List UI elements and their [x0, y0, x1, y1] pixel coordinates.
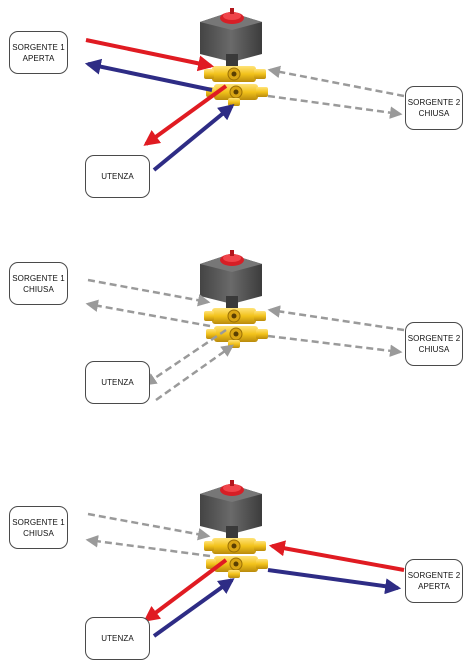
flow-arrow-idle — [87, 512, 211, 541]
box-label-line-1: SORGENTE 1 — [12, 517, 65, 527]
sorgente-1-box: SORGENTE 1 APERTA — [9, 31, 68, 74]
sorgente-1-box: SORGENTE 1 CHIUSA — [9, 506, 68, 549]
box-label-line-2: CHIUSA — [418, 345, 450, 354]
sorgente-2-box: SORGENTE 2 CHIUSA — [405, 86, 463, 130]
flow-arrow-idle — [85, 299, 211, 328]
box-label-line-1: SORGENTE 1 — [12, 273, 65, 283]
box-label-line-1: UTENZA — [101, 634, 134, 643]
box-label-line-1: SORGENTE 1 — [12, 42, 65, 52]
flow-arrow-idle — [85, 535, 211, 558]
box-label-line-2: APERTA — [22, 53, 55, 63]
box-label-line-1: SORGENTE 2 — [407, 571, 461, 580]
flow-arrow-idle — [155, 344, 235, 402]
flow-arrow-idle — [267, 305, 405, 332]
flow-arrow-cold — [267, 568, 402, 595]
box-label-line-2: CHIUSA — [23, 284, 54, 294]
flow-arrow-cold — [152, 578, 235, 638]
sorgente-2-box: SORGENTE 2 CHIUSA — [405, 322, 463, 366]
sorgente-1-box: SORGENTE 1 CHIUSA — [9, 262, 68, 305]
box-label-line-1: SORGENTE 2 — [407, 334, 461, 343]
flow-arrow-idle — [267, 334, 403, 358]
box-label-line-2: CHIUSA — [418, 109, 450, 118]
flow-arrow-idle — [143, 328, 227, 386]
valve-icon — [199, 479, 269, 579]
flow-arrow-hot — [268, 540, 405, 572]
flow-arrow-hot — [85, 38, 215, 72]
utenza-box: UTENZA — [85, 155, 150, 198]
flow-arrow-hot — [143, 84, 228, 146]
panel-1 — [84, 7, 405, 172]
flow-arrow-idle — [267, 94, 403, 119]
panel-2 — [85, 249, 405, 402]
flow-arrow-idle — [267, 65, 405, 98]
valve-icon — [199, 249, 269, 349]
box-label-line-2: APERTA — [418, 582, 450, 591]
flow-arrow-hot — [143, 558, 228, 622]
box-label-line-1: UTENZA — [101, 378, 134, 387]
box-label-line-1: SORGENTE 2 — [407, 98, 461, 107]
flow-arrow-cold — [152, 103, 235, 172]
box-label-line-1: UTENZA — [101, 172, 134, 181]
sorgente-2-box: SORGENTE 2 APERTA — [405, 559, 463, 603]
flow-arrow-idle — [87, 278, 211, 307]
flow-arrow-cold — [84, 58, 213, 92]
box-label-line-2: CHIUSA — [23, 528, 54, 538]
panel-3 — [85, 479, 405, 638]
utenza-box: UTENZA — [85, 617, 150, 660]
utenza-box: UTENZA — [85, 361, 150, 404]
